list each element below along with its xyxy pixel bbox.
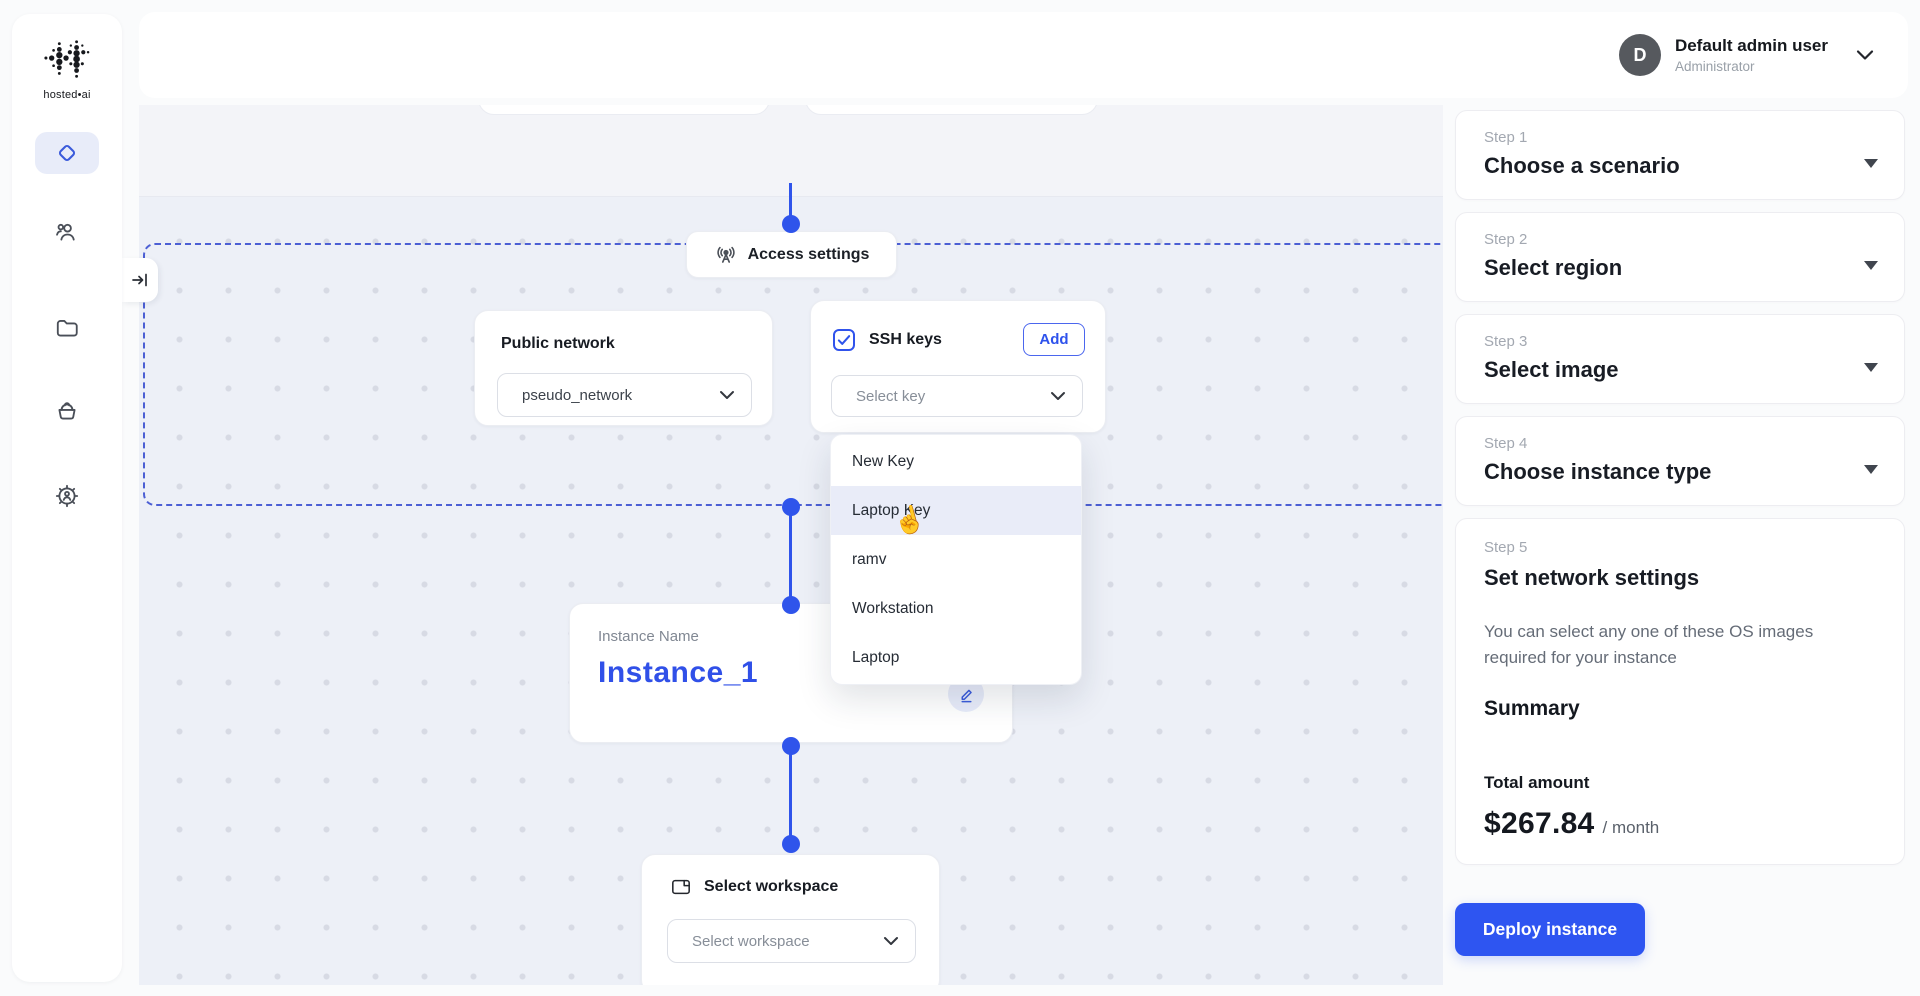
chevron-down-icon [719,390,735,400]
public-network-title: Public network [501,335,615,352]
sidebar-item-users[interactable] [35,211,99,253]
add-ssh-key-button[interactable]: Add [1023,323,1085,356]
connector-dot [782,737,800,755]
total-amount-row: $267.84 / month [1484,807,1659,841]
connector-dot [782,215,800,233]
chevron-down-icon [1856,49,1874,61]
access-settings-zone [143,243,1443,506]
step-4-expand-caret[interactable] [1864,465,1878,474]
menu-item-laptop[interactable]: Laptop [852,648,900,666]
ssh-key-select-placeholder: Select key [856,387,926,405]
public-network-select[interactable]: pseudo_network [497,373,752,417]
brand-logo: hosted•ai [12,36,122,101]
menu-item-ramv[interactable]: ramv [852,550,887,568]
connector-line [789,507,792,605]
menu-item-workstation[interactable]: Workstation [852,599,934,617]
clipped-card-right [805,105,1098,115]
sidebar-item-projects[interactable] [35,307,99,349]
sidebar-item-storage[interactable] [35,390,99,432]
menu-item-laptop-key[interactable]: Laptop Key [831,486,1081,535]
ssh-keys-header: SSH keys Add [833,323,1085,356]
step-4-label: Step 4 [1484,435,1528,452]
step-4-card: Step 4 Choose instance type [1455,416,1905,506]
billing-period: / month [1602,818,1660,837]
user-gear-icon [55,484,79,508]
user-menu-button[interactable]: D Default admin user Administrator [1618,12,1874,98]
step-1-title: Choose a scenario [1484,153,1680,178]
check-icon [837,334,851,345]
step-5-label: Step 5 [1484,539,1528,556]
folder-icon [56,320,78,337]
step-5-card: Step 5 Set network settings You can sele… [1455,518,1905,865]
select-workspace-title: Select workspace [704,878,839,895]
step-1-card: Step 1 Choose a scenario [1455,110,1905,200]
workspace-icon [672,879,690,895]
clipped-card-left [478,105,770,115]
ssh-key-select[interactable]: Select key [831,375,1083,417]
ssh-keys-checkbox[interactable] [833,328,855,351]
ssh-keys-card: SSH keys Add Select key [810,300,1106,433]
user-name: Default admin user [1674,36,1828,55]
connector-dot [782,835,800,853]
step-3-label: Step 3 [1484,333,1528,350]
step-4-title: Choose instance type [1484,459,1712,484]
step-1-label: Step 1 [1484,129,1528,146]
select-workspace-header: Select workspace [670,877,838,897]
step-2-expand-caret[interactable] [1864,261,1878,270]
basket-icon [58,402,76,420]
connector-dot [782,498,800,516]
total-amount-value: $267.84 [1484,807,1595,840]
workspace-select-placeholder: Select workspace [692,932,810,950]
hosted-ai-logo-icon [44,40,90,78]
chevron-down-icon [1050,391,1066,401]
sidebar-item-admin-settings[interactable] [35,475,99,517]
step-5-description: You can select any one of these OS image… [1484,622,1814,667]
step-2-title: Select region [1484,255,1623,280]
ssh-keys-title: SSH keys [869,330,942,348]
step-5-title: Set network settings [1484,565,1700,590]
sidebar-collapse-button[interactable] [122,258,158,302]
public-network-value: pseudo_network [522,386,633,404]
connector-dot [782,596,800,614]
workspace-select[interactable]: Select workspace [667,919,916,963]
users-icon [56,223,75,241]
instance-name-label: Instance Name [598,628,699,645]
ssh-key-dropdown-menu: New Key Laptop Key ramv Workstation Lapt… [830,434,1082,685]
pencil-icon [960,689,972,702]
step-3-card: Step 3 Select image [1455,314,1905,404]
step-2-card: Step 2 Select region [1455,212,1905,302]
user-meta: Default admin user Administrator [1675,36,1828,74]
menu-item-new-key[interactable]: New Key [852,452,915,470]
sidebar-item-deploy[interactable] [35,132,99,174]
public-network-card: Public network pseudo_network [474,310,773,426]
deploy-instance-button[interactable]: Deploy instance [1455,903,1645,956]
chevron-down-icon [883,936,899,946]
sidebar: hosted•ai [12,14,122,982]
broadcast-icon [716,246,735,263]
summary-title: Summary [1484,697,1580,720]
step-3-expand-caret[interactable] [1864,363,1878,372]
instance-name-value: Instance_1 [598,656,759,689]
total-amount-label: Total amount [1484,773,1590,792]
deployment-canvas: Access settings Public network pseudo_ne… [139,105,1443,985]
brand-name: hosted•ai [43,89,91,101]
topbar: D Default admin user Administrator [139,12,1908,98]
connector-line [789,746,792,844]
canvas-top-strip [139,105,1443,197]
collapse-arrow-icon [132,273,147,287]
step-2-label: Step 2 [1484,231,1528,248]
select-workspace-card: Select workspace Select workspace [641,854,940,985]
connector-line [789,183,792,227]
step-3-title: Select image [1484,357,1619,382]
step-1-expand-caret[interactable] [1864,159,1878,168]
diamond-icon [58,144,76,162]
access-settings-node[interactable]: Access settings [686,231,897,278]
user-role: Administrator [1674,59,1755,74]
avatar: D [1618,34,1661,76]
access-settings-label: Access settings [747,245,870,263]
